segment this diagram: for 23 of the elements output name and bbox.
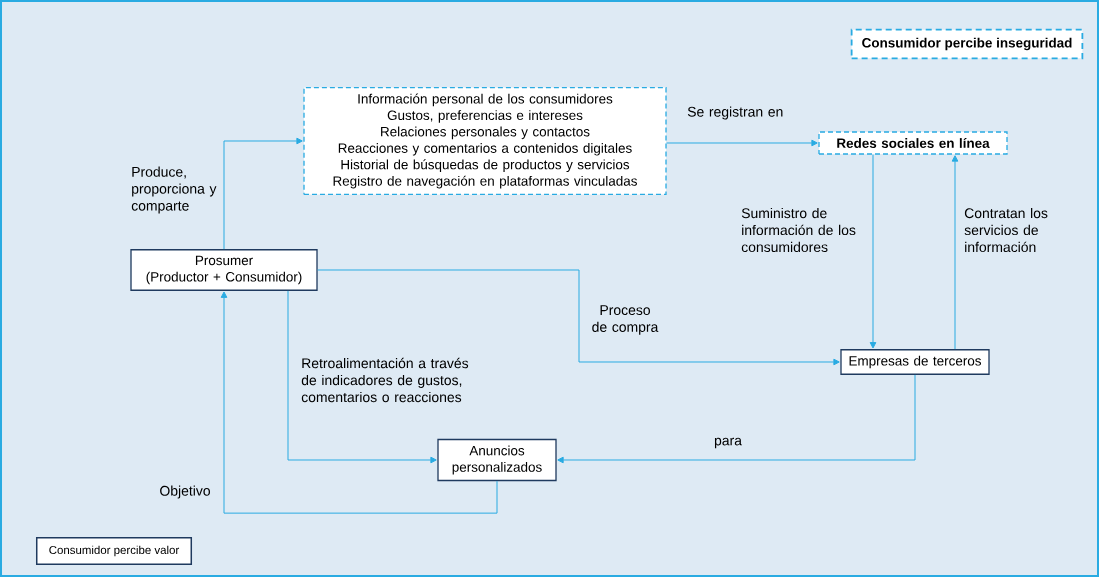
arrow: [220, 291, 498, 514]
edge-label: para: [714, 437, 742, 449]
arrow: [287, 290, 437, 464]
arrow: [951, 155, 959, 350]
process-box: Prosumer (Productor + Consumidor): [130, 249, 318, 291]
info-box: Información personal de los consumidores Gustos, preferencias e intereses Relaciones personales y contactos Reacciones y comentarios a contenidos digitales Historial de búsquedas de productos y servicios Registro de navegación en plataformas vinculadas: [303, 86, 667, 196]
edge-label: Se registran en: [687, 106, 783, 120]
arrow: [223, 137, 303, 250]
arrow: [557, 374, 916, 464]
process-box: Redes sociales en línea: [818, 131, 1008, 155]
edge-label: Contratan los servicios de información: [964, 207, 1048, 253]
edge-label: Proceso de compra: [592, 305, 659, 335]
edge-label: Objetivo: [160, 485, 210, 499]
edge-label: Produce, proporciona y comparte: [131, 166, 217, 214]
process-box: Empresas de terceros: [840, 349, 990, 375]
legend-item: Consumidor percibe inseguridad: [850, 28, 1084, 60]
process-box: Anuncios personalizados: [437, 438, 557, 482]
arrow: [317, 269, 840, 366]
edge-label: Retroalimentación a través de indicadores de gustos, comentarios o reacciones: [301, 357, 469, 403]
legend-item: Consumidor percibe valor: [36, 536, 193, 566]
arrow: [666, 139, 818, 147]
edge-label: Suministro de información de los consumidores: [741, 207, 856, 253]
arrow: [869, 154, 877, 349]
